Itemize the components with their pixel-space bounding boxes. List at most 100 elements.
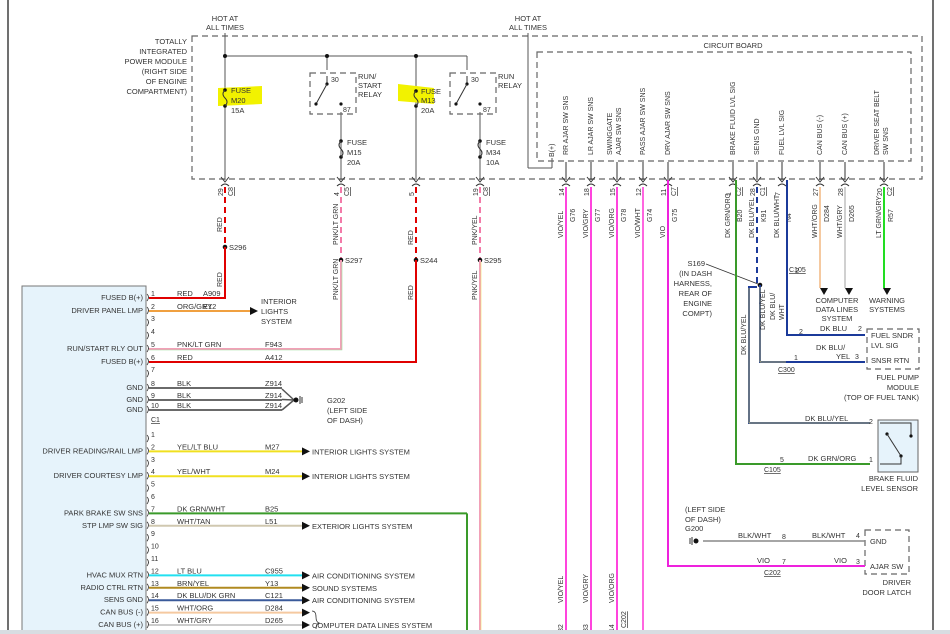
connector-arrow-icon (879, 176, 889, 183)
run-relay: 30 87 RUN RELAY (449, 72, 522, 115)
pin-number: 5 (151, 482, 155, 489)
circuit-id: K91 (761, 209, 768, 222)
wire-color-label: DK GRN/ORG (725, 193, 732, 238)
svg-text:20A: 20A (347, 158, 360, 167)
circuit-id: D265 (849, 205, 856, 222)
circuit-id: L51 (265, 517, 278, 526)
svg-text:START: START (358, 81, 382, 90)
destination-label: INTERIOR (261, 297, 297, 306)
svg-text:2: 2 (869, 419, 873, 426)
destination-label: INTERIOR LIGHTS SYSTEM (312, 472, 410, 481)
hot-at-all-times-label: ALL TIMES (206, 23, 244, 32)
connector-id: C2 (736, 187, 743, 196)
svg-text:RELAY: RELAY (358, 90, 382, 99)
svg-text:S169: S169 (687, 259, 705, 268)
pin-number: 14 (151, 593, 159, 600)
svg-text:DRIVER: DRIVER (883, 578, 912, 587)
connector-arrow-icon (612, 176, 622, 183)
connector-socket-icon (815, 183, 825, 187)
splice-label: S295 (484, 256, 502, 265)
svg-text:RELAY: RELAY (498, 81, 522, 90)
destination-label: LIGHTS (261, 307, 288, 316)
svg-text:3: 3 (856, 559, 860, 566)
wire-color-label: DK BLU/DK GRN (177, 591, 235, 600)
pin-socket-icon (146, 558, 149, 567)
svg-text:DK BLU: DK BLU (820, 324, 847, 333)
circuit-id: M27 (265, 442, 280, 451)
circuit-id: Z914 (265, 401, 282, 410)
circuit-board-box (536, 51, 912, 162)
svg-text:C300: C300 (778, 367, 795, 374)
board-signal-label: SENS GND (754, 118, 761, 155)
pin-socket-icon (146, 395, 149, 404)
tipm-name: TOTALLY INTEGRATED POWER MODULE (RIGHT S… (124, 37, 187, 96)
wire-color-label: VIO/WHT (635, 207, 642, 238)
pin-socket-icon (146, 509, 149, 517)
bcm-box (21, 285, 147, 634)
connector-socket-icon (612, 183, 622, 187)
circuit-id: G75 (672, 209, 679, 222)
wire-color-label: PNK/LT GRN (333, 204, 340, 245)
pin-number: 9 (151, 531, 155, 538)
board-signal-label: DRIVER SEAT BELT (874, 89, 881, 155)
pin-socket-icon (146, 546, 149, 554)
svg-text:FUEL SNDR: FUEL SNDR (871, 331, 914, 340)
arrow-right-icon (302, 472, 310, 481)
svg-text:RUN/: RUN/ (358, 72, 377, 81)
arrow-right-icon (302, 583, 310, 592)
connector-socket-icon (475, 183, 485, 187)
arrow-right-icon (302, 608, 310, 617)
svg-text:20A: 20A (421, 106, 434, 115)
svg-text:HARNESS,: HARNESS, (674, 279, 712, 288)
connector-id: C8 (228, 187, 235, 196)
connector-arrow-icon (411, 176, 421, 183)
board-signal-label: DRV AJAR SW SNS (665, 91, 672, 155)
wire-color-label: WHT/GRY (837, 205, 844, 238)
pin-number: 28 (838, 188, 845, 196)
connector-socket-icon (561, 183, 571, 187)
arrow-right-icon (302, 621, 310, 629)
svg-text:30: 30 (331, 77, 339, 84)
fuse-highlight (398, 84, 434, 104)
junction-dot (414, 54, 418, 58)
svg-text:3: 3 (855, 354, 859, 361)
pin-number: 10 (151, 544, 159, 551)
wire-color-label: VIO/ORG (609, 573, 616, 603)
circuit-board-title: CIRCUIT BOARD (703, 41, 763, 50)
wire-color-label: WHT/ORG (812, 204, 819, 238)
pin-number: 13 (151, 581, 159, 588)
wire-color-label: LT BLU (177, 566, 202, 575)
wire-dk-grn-org-brake (735, 180, 870, 465)
pin-number: 18 (584, 188, 591, 196)
svg-text:4: 4 (856, 533, 860, 540)
wire-red-a909 (149, 247, 226, 299)
wire-color-label: PNK/LT GRN (177, 340, 221, 349)
wire-dk-blu-wht-fuel (786, 180, 865, 336)
bcm-pin-name: DRIVER COURTESY LMP (54, 471, 143, 480)
pin-number: 10 (151, 403, 159, 410)
svg-text:LEVEL SENSOR: LEVEL SENSOR (861, 484, 918, 493)
bplus-label: B(+) (549, 144, 556, 157)
svg-text:15A: 15A (231, 106, 244, 115)
hot-at-all-times-label: HOT AT (515, 14, 542, 23)
tipm-name-line: TOTALLY (155, 37, 187, 46)
svg-text:VIO: VIO (757, 556, 770, 565)
svg-text:FUSE: FUSE (347, 138, 367, 147)
pin-number: 16 (151, 618, 159, 625)
junction-dot (223, 54, 227, 58)
pin-number: 27 (813, 188, 820, 196)
pin-socket-icon (146, 405, 149, 414)
svg-text:C202: C202 (764, 570, 781, 577)
board-signal-label: BRAKE FLUID LVL SIG (730, 81, 737, 155)
pin-number: 5 (409, 192, 416, 196)
svg-text:(IN DASH: (IN DASH (679, 269, 712, 278)
svg-text:DATA LINES: DATA LINES (816, 305, 858, 314)
bcm-pin-name: DRIVER PANEL LMP (71, 306, 143, 315)
wire-color-label: WHT/TAN (177, 517, 211, 526)
pin-number: 14 (609, 624, 616, 632)
bcm-pin-name: GND (126, 395, 143, 404)
pin-number: 7 (151, 367, 155, 374)
bottom-scroll-strip[interactable] (0, 630, 950, 634)
connector-socket-icon (411, 183, 421, 187)
pin-socket-icon (146, 595, 149, 604)
